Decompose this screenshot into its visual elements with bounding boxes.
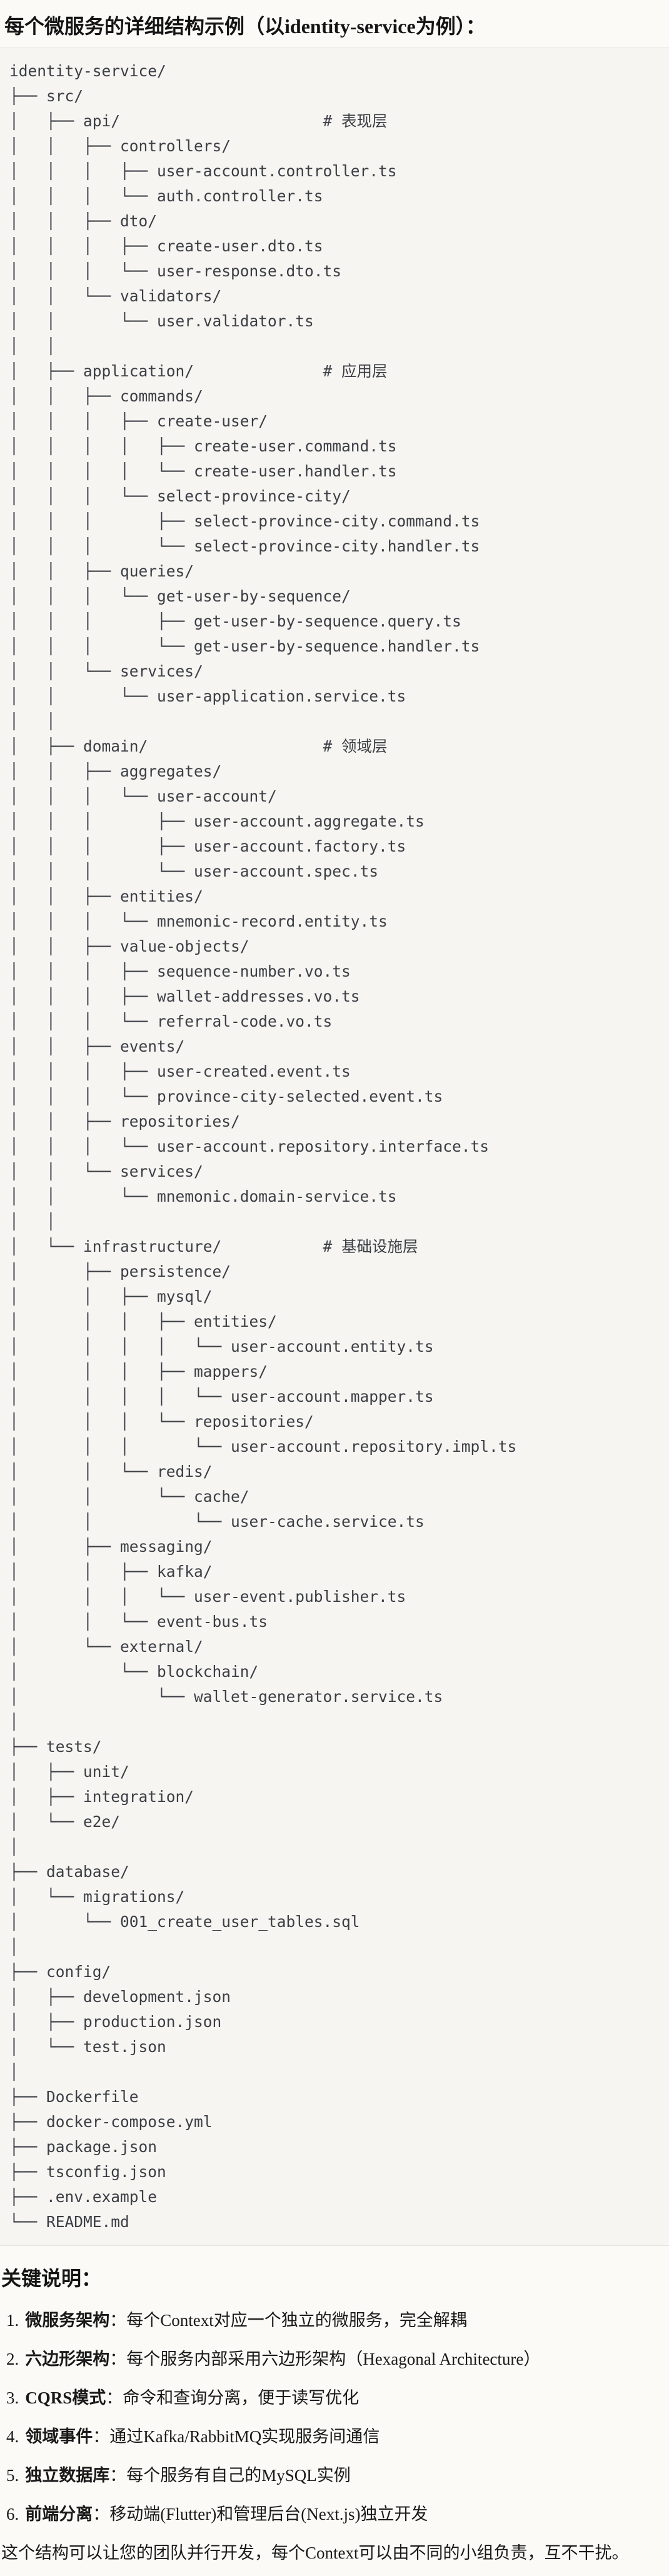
note-item: 1. 微服务架构：每个Context对应一个独立的微服务，完全解耦: [1, 2308, 656, 2332]
directory-tree-text: identity-service/ ├── src/ │ ├── api/ # …: [9, 62, 517, 2231]
note-number: 6.: [6, 2505, 19, 2523]
note-term: 独立数据库: [25, 2466, 110, 2485]
note-desc: ：通过Kafka/RabbitMQ实现服务间通信: [93, 2427, 380, 2446]
note-number: 2.: [6, 2350, 19, 2368]
note-item: 6. 前端分离：移动端(Flutter)和管理后台(Next.js)独立开发: [1, 2502, 656, 2526]
note-term: 领域事件: [25, 2427, 93, 2446]
note-term: 前端分离: [25, 2505, 93, 2523]
note-term: CQRS模式: [25, 2388, 106, 2407]
note-desc: ：命令和查询分离，便于读写优化: [106, 2388, 360, 2407]
note-term: 六边形架构: [25, 2350, 110, 2368]
note-number: 1.: [6, 2311, 19, 2330]
note-desc: ：移动端(Flutter)和管理后台(Next.js)独立开发: [93, 2505, 428, 2523]
summary-paragraph: 这个结构可以让您的团队并行开发，每个Context可以由不同的小组负责，互不干扰…: [1, 2543, 629, 2562]
note-number: 5.: [6, 2466, 19, 2485]
notes-heading: 关键说明：: [1, 2267, 102, 2290]
note-number: 4.: [6, 2427, 19, 2446]
note-desc: ：每个服务有自己的MySQL实例: [109, 2466, 351, 2485]
note-desc: ：每个服务内部采用六边形架构（Hexagonal Architecture）: [109, 2350, 541, 2368]
notes-section: 关键说明： 1. 微服务架构：每个Context对应一个独立的微服务，完全解耦 2…: [0, 2265, 669, 2576]
note-item: 2. 六边形架构：每个服务内部采用六边形架构（Hexagonal Architec…: [1, 2347, 656, 2371]
note-item: 4. 领域事件：通过Kafka/RabbitMQ实现服务间通信: [1, 2425, 656, 2448]
page-title: 每个微服务的详细结构示例（以identity-service为例）：: [4, 15, 486, 38]
notes-list: 1. 微服务架构：每个Context对应一个独立的微服务，完全解耦 2. 六边形架构…: [1, 2308, 656, 2526]
note-item: 3. CQRS模式：命令和查询分离，便于读写优化: [1, 2386, 656, 2410]
note-item: 5. 独立数据库：每个服务有自己的MySQL实例: [1, 2463, 656, 2487]
note-number: 3.: [6, 2388, 19, 2407]
directory-tree-codeblock: identity-service/ ├── src/ │ ├── api/ # …: [0, 48, 669, 2246]
note-desc: ：每个Context对应一个独立的微服务，完全解耦: [109, 2311, 467, 2330]
document-header: 每个微服务的详细结构示例（以identity-service为例）：: [0, 0, 669, 40]
note-term: 微服务架构: [25, 2311, 110, 2330]
